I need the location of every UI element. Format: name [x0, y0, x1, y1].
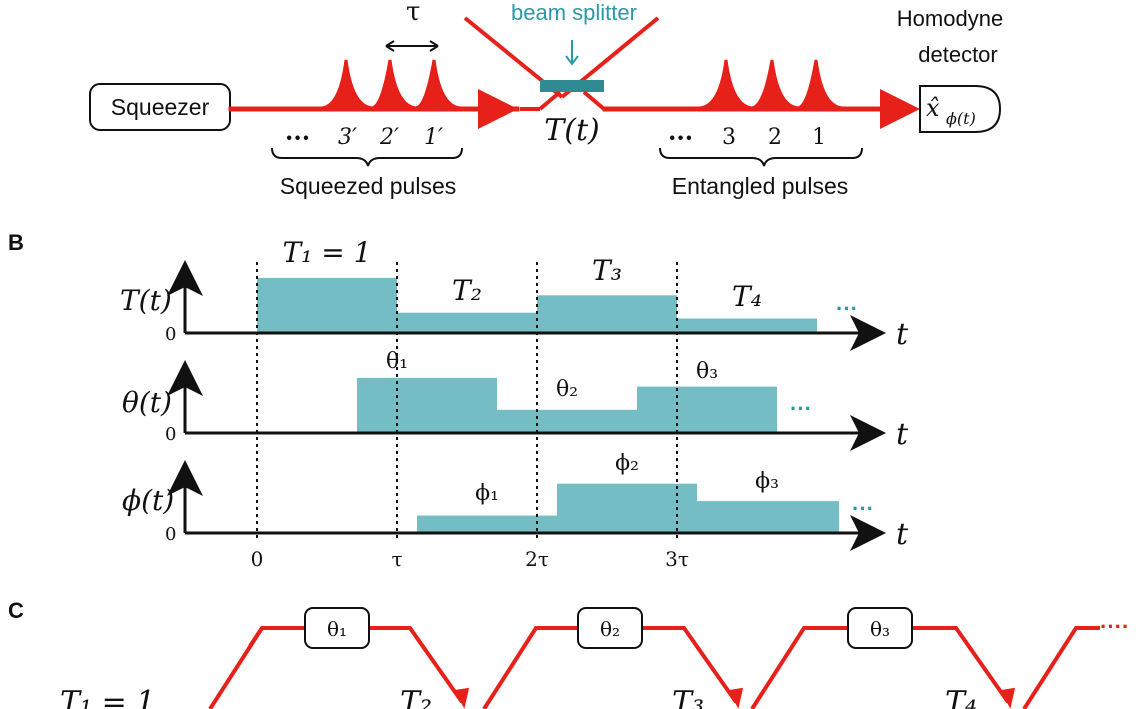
phase-box-2: [577, 607, 643, 649]
squeezed-beam: [228, 59, 520, 112]
entangled-ellipsis: ···: [668, 123, 693, 152]
theta-step: [497, 409, 637, 433]
entangled-pulse-number: 1: [812, 125, 826, 150]
panel-c-label: C: [8, 598, 24, 623]
beam-kink-right: [582, 90, 606, 111]
phase-box-1: [304, 607, 370, 649]
T-step: [677, 318, 817, 333]
homodyne-subscript: ϕ(t): [946, 109, 976, 128]
theta-zero-label: 0: [165, 424, 176, 445]
phase-box-1-label: θ₁: [327, 617, 347, 641]
T-steps: [257, 277, 817, 333]
squeezed-ellipsis: ···: [285, 123, 310, 152]
entangled-caption: Entangled pulses: [672, 173, 848, 199]
loop-2-arrow: [728, 687, 743, 709]
loop-1-rise: [248, 626, 264, 648]
beam-kink-left: [538, 90, 562, 111]
panel-b-label: B: [8, 230, 24, 255]
detector-label-2: detector: [918, 42, 998, 67]
T-step: [397, 312, 537, 333]
panel-a: τ beam splitter Squeezer T(t) Homodyne d…: [89, 0, 1003, 199]
T-zero-label: 0: [165, 324, 176, 345]
loop-3-beam: [750, 626, 1010, 709]
phi-t-label: t: [896, 517, 909, 552]
T-step-label: T₃: [592, 254, 622, 287]
phase-box-3-label: θ₃: [870, 617, 890, 641]
theta-ellipsis: ···: [790, 396, 812, 421]
phi-ellipsis: ···: [852, 496, 874, 521]
loop-2-beam: [482, 626, 738, 709]
squeezed-pulse-number: 1′: [424, 125, 443, 150]
detector-label-1: Homodyne: [897, 6, 1003, 31]
theta-step-label: θ₂: [556, 377, 578, 402]
theta-steps: [357, 377, 777, 433]
entangled-pulse-number: 2: [768, 125, 782, 150]
phi-step-label: ϕ₁: [475, 481, 499, 506]
loop-4-beam: [1022, 626, 1100, 709]
squeezed-brace: [271, 147, 463, 167]
theta-step-label: θ₃: [696, 359, 718, 384]
loop-ellipsis: ····: [1100, 614, 1129, 639]
phi-step-label: ϕ₂: [615, 451, 639, 476]
T-step-label: T₄: [732, 280, 762, 313]
time-tick: τ: [391, 547, 402, 571]
period-arrow-heads: [385, 40, 439, 52]
squeezed-pulse-number: 2′: [379, 125, 399, 150]
time-tick: 3τ: [665, 547, 689, 571]
phase-box-3: [847, 607, 913, 649]
beam-splitter: [540, 80, 604, 92]
phi-row-label: ϕ(t): [122, 484, 174, 517]
bottom-label-3: T₃: [672, 685, 704, 709]
squeezer-label: Squeezer: [111, 94, 210, 120]
loop-1-arrow: [454, 687, 469, 709]
phase-box-2-label: θ₂: [600, 617, 620, 641]
transmission-label: T(t): [544, 113, 599, 148]
T-step-label: T₂: [452, 274, 482, 307]
phi-step: [417, 515, 557, 533]
T-row-label: T(t): [120, 284, 172, 317]
beam-splitter-label: beam splitter: [511, 0, 637, 25]
bottom-label-4: T₄: [945, 685, 977, 709]
entangled-brace: [659, 147, 863, 167]
homodyne-detector: [919, 85, 1002, 133]
squeezed-pulse-number: 3′: [338, 125, 357, 150]
T-step: [257, 277, 397, 333]
T-step-label: T₁ = 1: [283, 236, 372, 269]
phi-zero-label: 0: [165, 524, 176, 545]
homodyne-symbol: x̂: [926, 94, 940, 122]
theta-step: [357, 377, 497, 433]
T-ellipsis: ···: [836, 296, 858, 321]
phi-step: [697, 501, 839, 533]
bottom-label-1: T₁ = 1: [60, 685, 155, 709]
T-step: [537, 295, 677, 333]
theta-row-label: θ(t): [122, 386, 172, 419]
entangled-beam: [602, 59, 912, 112]
squeezed-caption: Squeezed pulses: [280, 173, 456, 199]
time-tick: 0: [251, 547, 264, 571]
splitter-pointer-head: [565, 55, 579, 66]
phi-step: [557, 483, 697, 533]
phi-steps: [417, 483, 839, 533]
panel-c: C θ₁ θ₂ θ₃ ···· T₁ = 1 T₂ T₃ T₄: [8, 598, 1129, 709]
period-label: τ: [406, 0, 420, 27]
bottom-label-2: T₂: [400, 685, 432, 709]
time-tick: 2τ: [525, 547, 549, 571]
theta-t-label: t: [896, 417, 909, 452]
entangled-pulse-number: 3: [722, 125, 736, 150]
theta-step: [637, 386, 777, 433]
loop-3-arrow: [1000, 687, 1015, 709]
phi-step-label: ϕ₃: [755, 469, 779, 494]
T-t-label: t: [896, 317, 909, 352]
